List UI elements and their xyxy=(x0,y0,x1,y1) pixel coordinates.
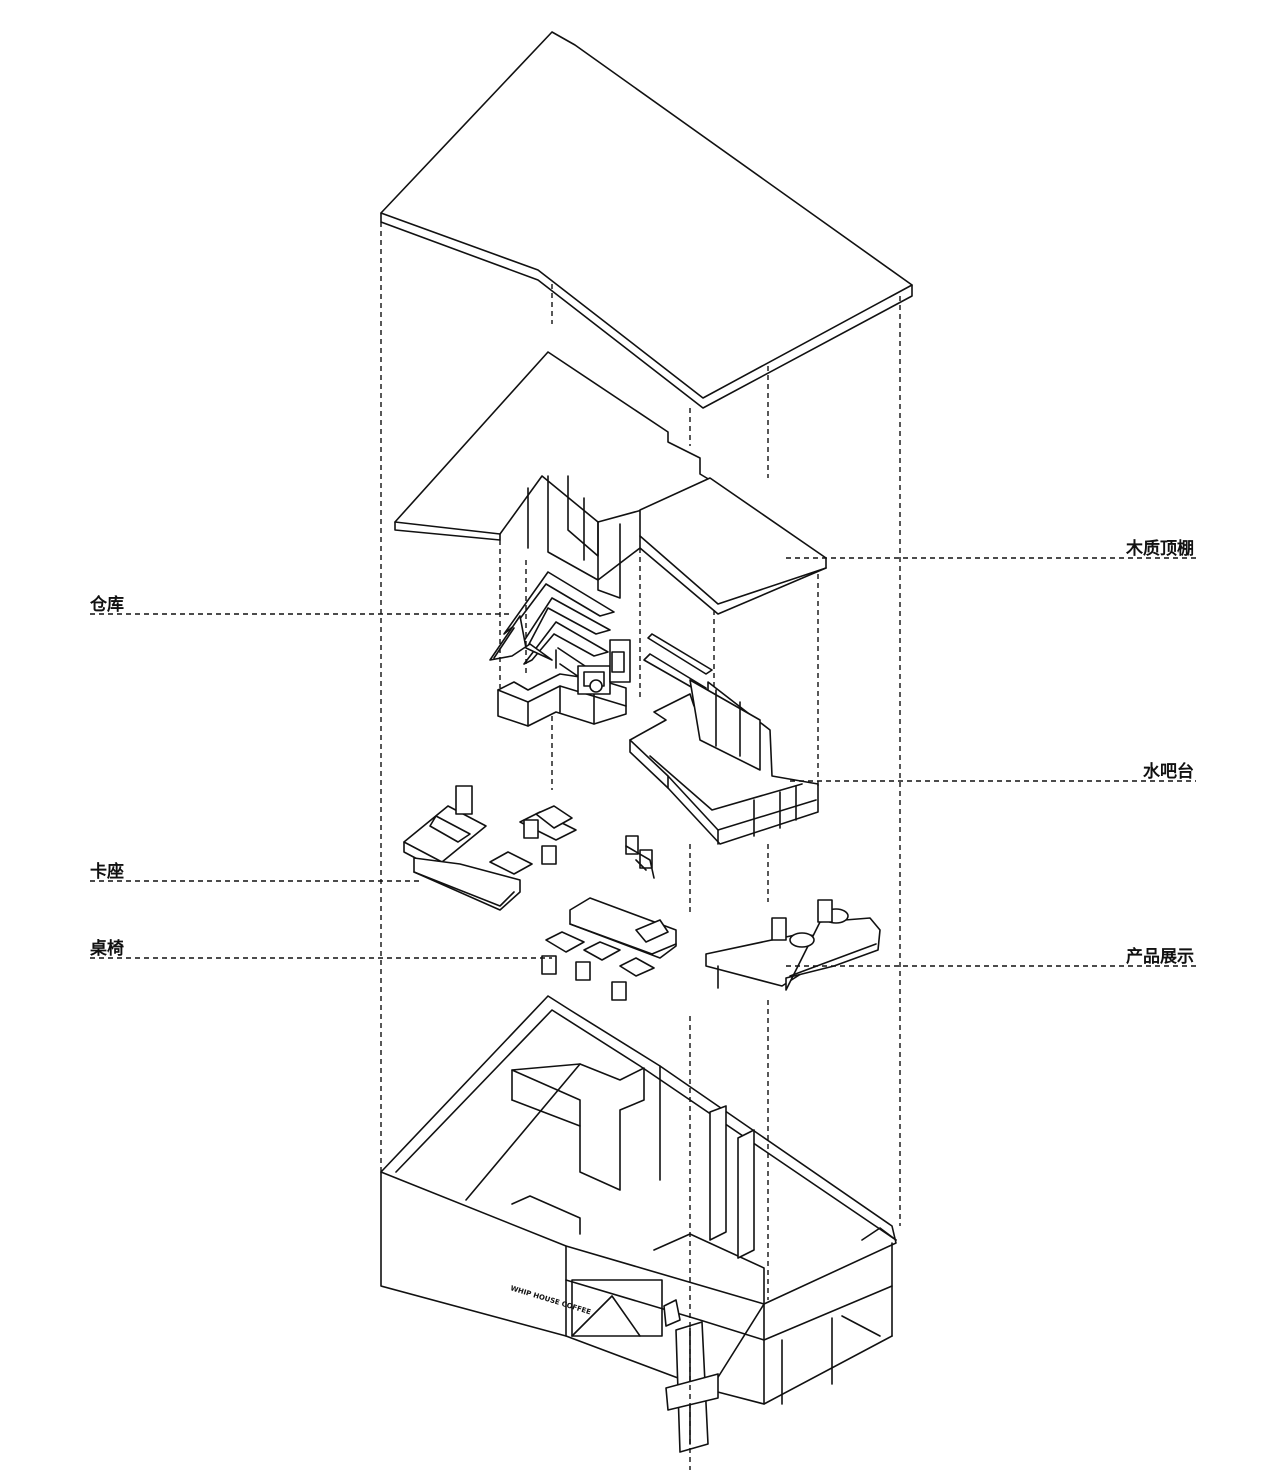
roof-slab xyxy=(380,31,913,409)
water-bar xyxy=(629,633,819,845)
label-storage: 仓库 xyxy=(89,594,124,615)
label-leaders xyxy=(90,557,1196,967)
wood-ceiling xyxy=(394,351,827,615)
booth-seating xyxy=(403,785,655,911)
tables-and-chairs xyxy=(541,897,677,1001)
building-shell xyxy=(380,995,897,1453)
label-water-bar: 水吧台 xyxy=(1143,761,1194,782)
label-booth: 卡座 xyxy=(90,861,124,882)
label-tables-chairs: 桌椅 xyxy=(90,938,124,959)
back-counter xyxy=(497,639,631,727)
label-text-group: 木质顶棚 仓库 水吧台 卡座 桌椅 产品展示 xyxy=(89,538,1194,967)
label-product-display: 产品展示 xyxy=(1126,946,1194,967)
label-wood-ceiling: 木质顶棚 xyxy=(1125,538,1194,559)
product-display xyxy=(705,899,881,991)
